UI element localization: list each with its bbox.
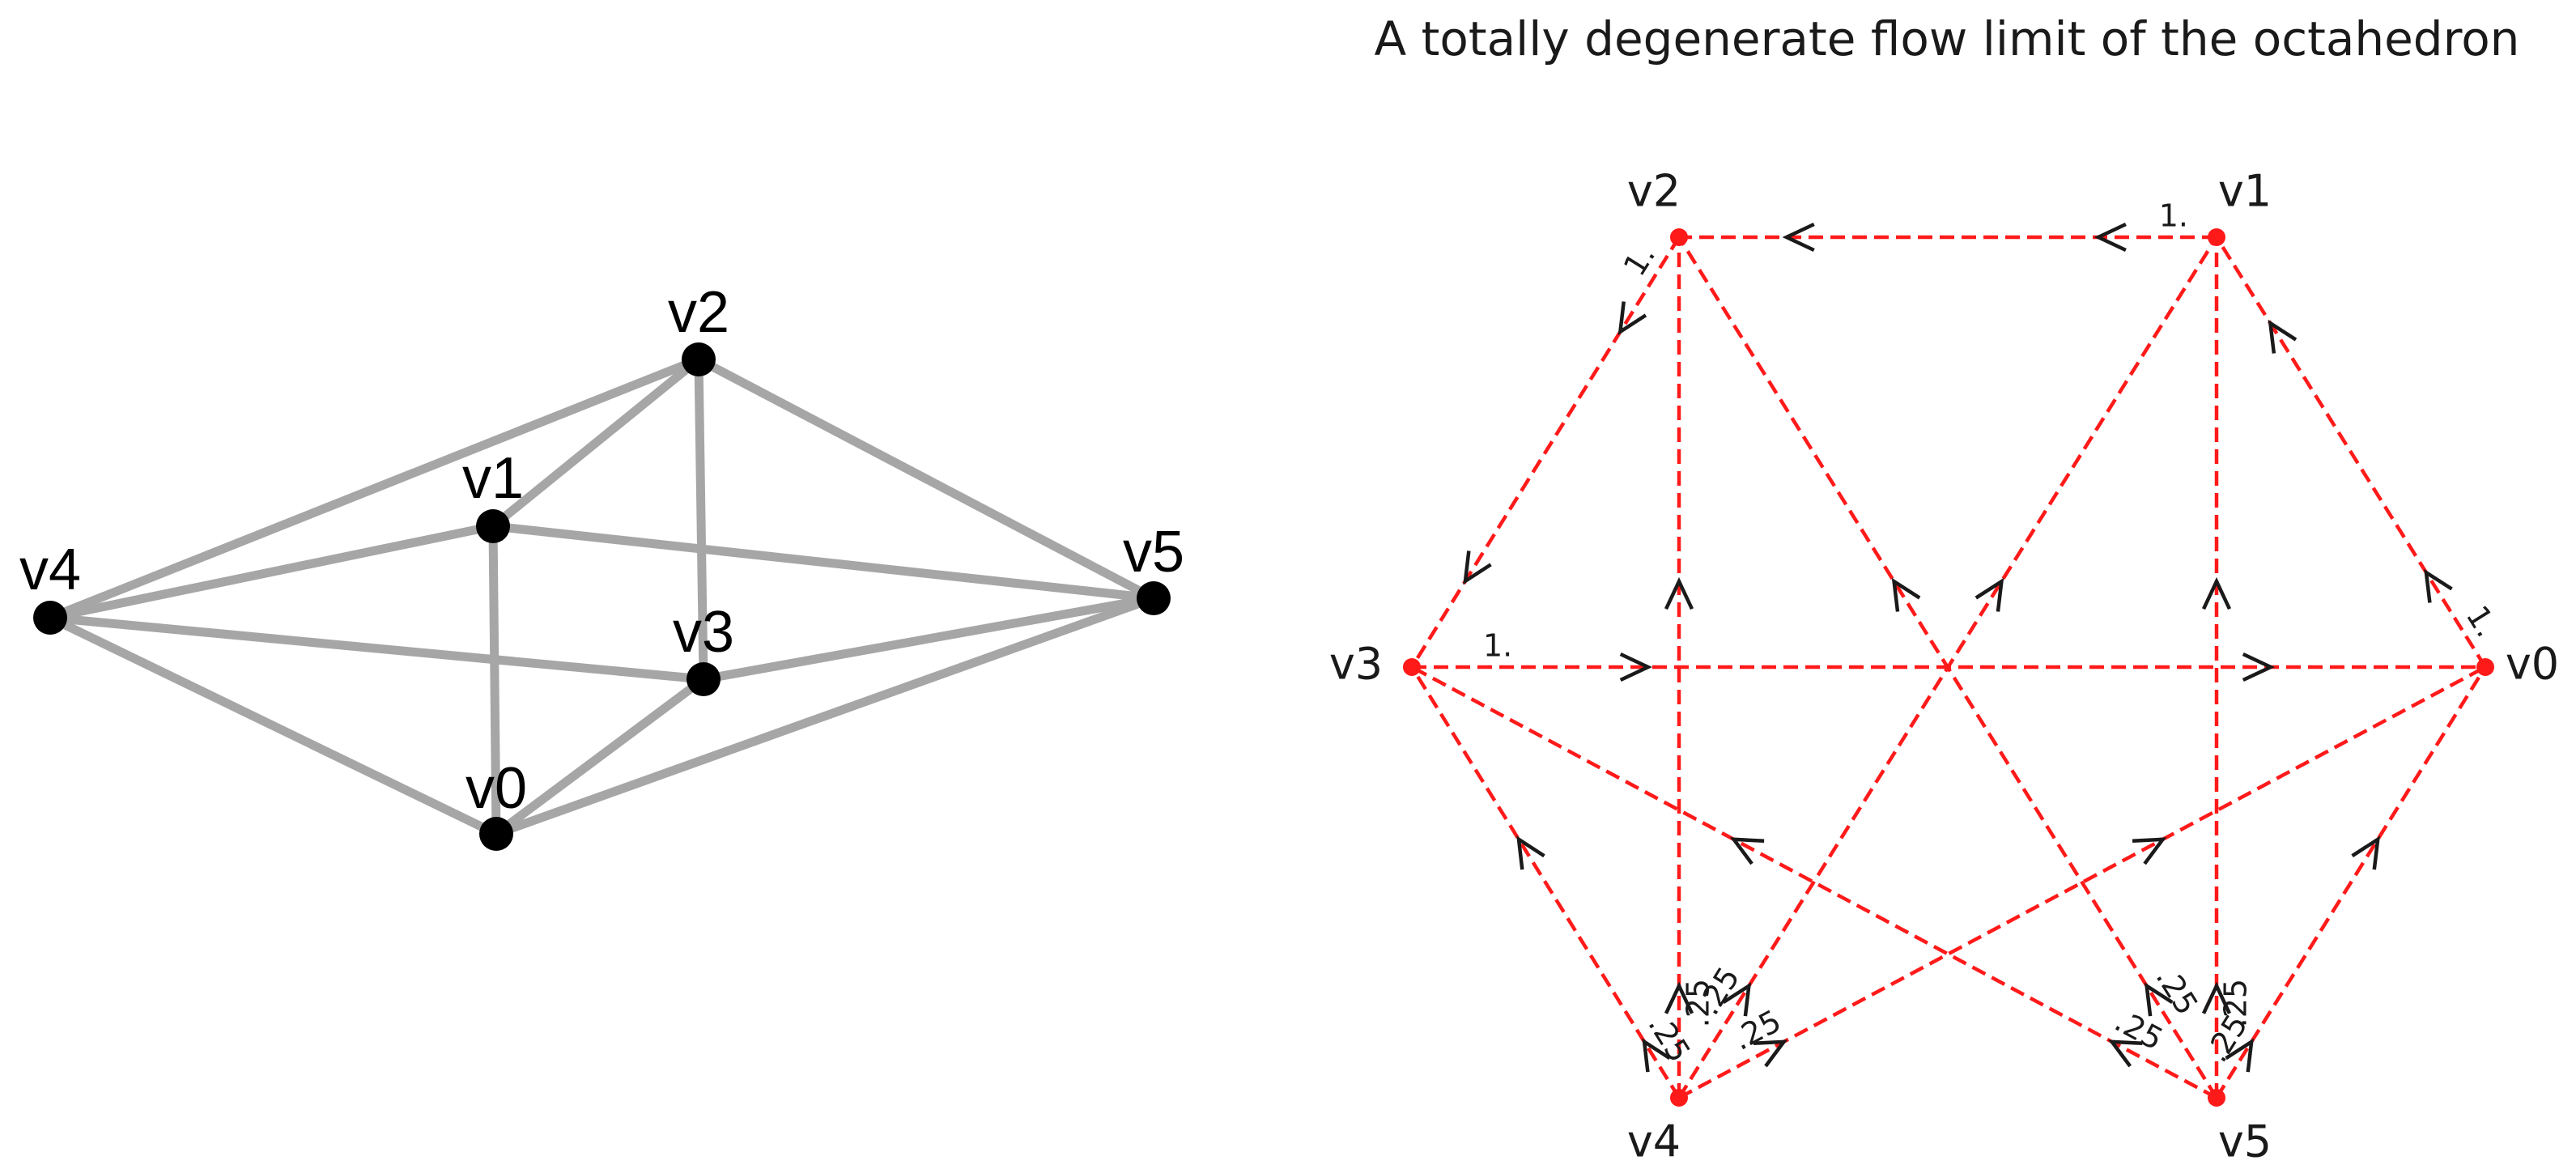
flow-node-v4 [1670, 1089, 1688, 1107]
flow-node-v0 [2476, 658, 2494, 676]
flow-edge-v5-v1-weight: .25 [2217, 979, 2253, 1027]
graph-node-label-v4: v4 [19, 538, 81, 602]
graph-edge-v2-v5 [694, 355, 1158, 603]
flow-edge-v5-v1-arrow-2 [2201, 576, 2232, 610]
flow-node-label-v3: v3 [1329, 639, 1383, 690]
flow-edge-v5-v1-arrow-1 [2201, 981, 2232, 1014]
flow-edge-v3-v0-arrow-1 [1619, 652, 1653, 682]
flow-edge-v4-v3-arrow-2 [1516, 835, 1545, 870]
flow-edge-v4-v1-arrow-2 [1975, 577, 2004, 612]
flow-edge-v2-v3-arrow-1 [1617, 301, 1647, 336]
flow-nodes: v0 v1 v2 v3 v4 v5 [1329, 166, 2559, 1167]
octahedron-edges [45, 355, 1158, 839]
flow-edge-v4-v3 [1410, 665, 1681, 1099]
graph-node-v0 [479, 817, 513, 851]
graph-edge-v4-v2 [45, 355, 704, 623]
flow-edge-v5-v2-arrow-1 [2144, 982, 2174, 1017]
flow-edge-v0-v1 [2215, 236, 2487, 669]
flow-edge-v3-v0-weight: 1. [1483, 628, 1512, 664]
flow-edge-v2-v3 [1410, 236, 1681, 669]
flow-node-v3 [1403, 658, 1421, 676]
graph-node-v4 [33, 601, 67, 635]
graph-node-label-v1: v1 [462, 446, 524, 511]
flow-edge-v4-v1-arrow-1 [1722, 982, 1752, 1017]
graph-node-label-v5: v5 [1123, 520, 1184, 584]
flow-edges: 1.1.1.1..25.25.25.25.25.25.25.25 [1410, 198, 2505, 1099]
graph-node-v5 [1137, 581, 1171, 615]
graph-edge-v2-v1 [488, 355, 704, 531]
flow-edge-v4-v3-arrow-1 [1642, 1038, 1671, 1073]
flow-edge-v1-v2-arrow-1 [2094, 222, 2127, 253]
flow-edge-v1-v2-weight: 1. [2159, 198, 2188, 234]
flow-edge-v5-v0-arrow-2 [2351, 835, 2380, 870]
octahedron-nodes: v0 v1 v2 v3 v4 v5 [19, 280, 1184, 851]
graph-node-label-v3: v3 [673, 600, 734, 665]
flow-node-v1 [2208, 228, 2225, 246]
graph-edge-v4-v3 [45, 613, 708, 684]
flow-node-label-v4: v4 [1627, 1116, 1681, 1167]
flow-edge-v2-v3-arrow-2 [1463, 550, 1492, 585]
flow-edge-v5-v3-arrow-1 [2108, 1039, 2143, 1068]
graph-node-label-v2: v2 [668, 280, 729, 345]
flow-edge-v5-v0-arrow-1 [2225, 1038, 2254, 1073]
flow-edge-v4-v2-arrow-2 [1664, 576, 1694, 610]
flow-node-label-v0: v0 [2506, 639, 2559, 690]
flow-node-label-v2: v2 [1627, 166, 1681, 217]
flow-edge-v4-v2-arrow-1 [1664, 981, 1694, 1014]
graph-edge-v1-v5 [488, 521, 1158, 603]
figure-title: A totally degenerate flow limit of the o… [1375, 11, 2520, 66]
graph-node-v1 [476, 509, 510, 543]
graph-edge-v2-v3 [694, 355, 708, 684]
flow-edge-v5-v0 [2215, 665, 2487, 1099]
graph-edge-v3-v0 [491, 674, 708, 839]
graph-node-v3 [687, 662, 721, 696]
flow-edge-v0-v1-arrow-1 [2424, 568, 2453, 603]
flow-edge-v5-v3-arrow-2 [1729, 837, 1765, 865]
flow-node-label-v5: v5 [2218, 1116, 2272, 1167]
flow-edge-v3-v0-arrow-2 [2242, 652, 2276, 682]
graph-node-label-v0: v0 [465, 756, 527, 821]
flow-node-v2 [1670, 228, 1688, 246]
flow-edge-v1-v2-arrow-2 [1782, 222, 1815, 253]
flow-node-label-v1: v1 [2218, 166, 2272, 217]
flow-edge-v5-v2 [1677, 236, 2218, 1099]
graph-edge-v4-v1 [45, 521, 498, 623]
flow-limit-graph: 1.1.1.1..25.25.25.25.25.25.25.25 v0v1v2v… [1329, 166, 2559, 1167]
graph-node-v2 [682, 342, 716, 376]
flow-edge-v0-v1-arrow-2 [2268, 319, 2298, 354]
graph-edge-v0-v5 [491, 593, 1158, 839]
flow-edge-v5-v2-arrow-2 [1891, 577, 1921, 612]
graph-edge-v3-v5 [699, 593, 1158, 684]
flow-edge-v4-v0-arrow-1 [1753, 1039, 1788, 1068]
flow-node-v5 [2208, 1089, 2225, 1107]
graph-edge-v4-v0 [45, 613, 501, 839]
flow-edge-v5-v2-weight: .25 [2149, 961, 2204, 1022]
graph-edge-v1-v0 [488, 521, 501, 839]
octahedron-graph: v0 v1 v2 v3 v4 v5 [19, 280, 1184, 851]
flow-edge-v4-v2-weight: .25 [1680, 979, 1715, 1027]
flow-edge-v4-v0-arrow-2 [2132, 837, 2167, 865]
